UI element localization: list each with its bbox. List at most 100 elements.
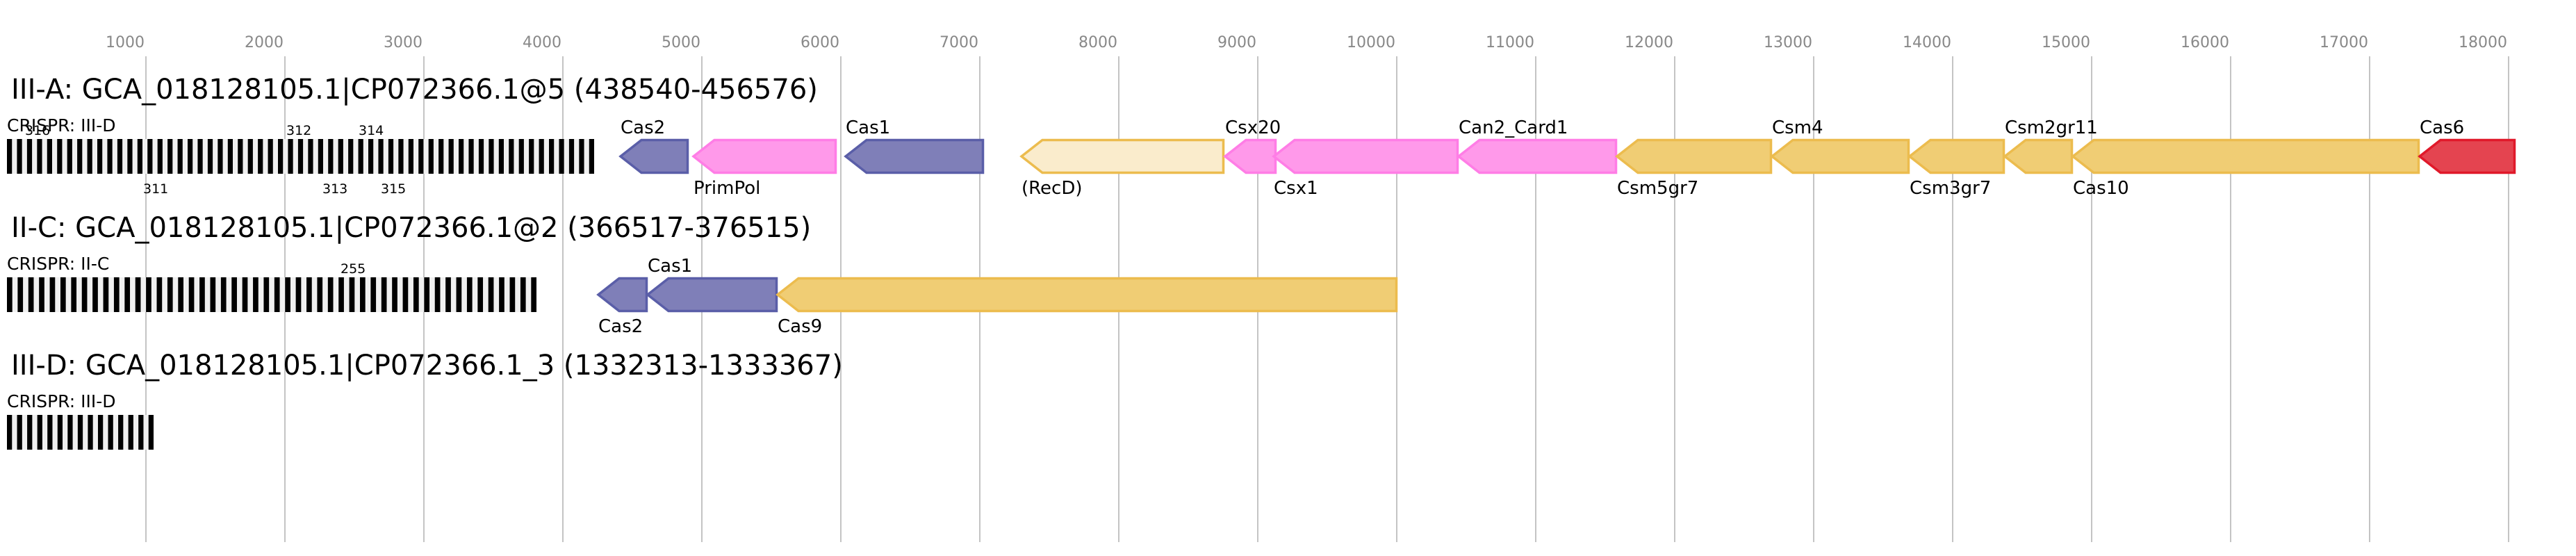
repeat-mark xyxy=(288,139,293,174)
gene-label-csm3gr7: Csm3gr7 xyxy=(1910,178,1991,199)
repeat-mark xyxy=(37,139,42,174)
tick-label: 5000 xyxy=(662,34,700,51)
gene-arrow-csm2gr11[interactable] xyxy=(2003,138,2074,174)
repeat-mark xyxy=(418,139,424,174)
spacer-label: 315 xyxy=(381,181,406,197)
gene-label-csm2gr11: Csm2gr11 xyxy=(2005,117,2098,138)
repeat-mark xyxy=(197,139,203,174)
repeat-mark xyxy=(297,139,304,174)
repeat-mark xyxy=(247,139,253,174)
locus-title: III-D: GCA_018128105.1|CP072366.1_3 (133… xyxy=(11,350,843,382)
repeat-mark xyxy=(579,139,584,174)
gene-label-cas1: Cas1 xyxy=(648,256,692,277)
gene-label-csm4: Csm4 xyxy=(1772,117,1823,138)
repeat-mark xyxy=(317,277,323,312)
repeat-mark xyxy=(17,139,22,174)
repeat-mark xyxy=(242,277,248,312)
repeat-mark xyxy=(71,277,77,312)
repeat-mark xyxy=(360,277,366,312)
gene-arrow-cas9[interactable] xyxy=(776,277,1398,313)
repeat-mark xyxy=(466,277,473,312)
loci-tracks: III-A: GCA_018128105.1|CP072366.1@5 (438… xyxy=(7,74,2516,450)
repeat-mark xyxy=(178,277,183,312)
gene-label-can2-card1: Can2_Card1 xyxy=(1459,117,1568,138)
repeat-mark xyxy=(459,139,464,174)
tick-label: 3000 xyxy=(384,34,423,51)
repeat-mark xyxy=(113,277,120,312)
repeat-mark xyxy=(7,139,13,174)
gene-arrow-primpol[interactable] xyxy=(691,138,837,174)
gene-arrow-cas2[interactable] xyxy=(618,138,689,174)
repeat-mark xyxy=(87,139,92,174)
repeat-mark xyxy=(17,415,22,450)
repeat-mark xyxy=(349,277,355,312)
gene-arrow-cas6[interactable] xyxy=(2418,138,2516,174)
repeat-mark xyxy=(157,139,163,174)
repeat-mark xyxy=(263,277,270,312)
locus-track: II-C: GCA_018128105.1|CP072366.1@2 (3665… xyxy=(7,212,1398,337)
gene-arrow-cas10[interactable] xyxy=(2071,138,2420,174)
gene-arrow-csx1[interactable] xyxy=(1272,138,1459,174)
repeat-mark xyxy=(81,277,88,312)
gene-arrow-csm5gr7[interactable] xyxy=(1615,138,1773,174)
repeat-mark xyxy=(489,139,494,174)
repeat-mark xyxy=(97,415,104,450)
repeat-mark xyxy=(477,277,484,312)
repeat-mark xyxy=(188,139,193,174)
gene-arrow-can2-card1[interactable] xyxy=(1457,138,1618,174)
repeat-mark xyxy=(39,277,44,312)
repeat-mark xyxy=(188,277,195,312)
spacer-label: 312 xyxy=(286,123,311,138)
gene-arrow-recd[interactable] xyxy=(1019,138,1225,174)
repeat-mark xyxy=(49,277,56,312)
repeat-mark xyxy=(135,277,141,312)
gene-arrow-csx20[interactable] xyxy=(1223,138,1277,174)
repeat-mark xyxy=(27,415,33,450)
gene-arrow-csm3gr7[interactable] xyxy=(1908,138,2005,174)
repeat-mark xyxy=(529,139,534,174)
repeat-mark xyxy=(220,277,227,312)
gene-arrow-csm4[interactable] xyxy=(1770,138,1910,174)
repeat-mark xyxy=(57,139,63,174)
gene-label-csx20: Csx20 xyxy=(1225,117,1281,138)
repeat-mark xyxy=(238,139,243,174)
gene-label-primpol: PrimPol xyxy=(694,178,760,199)
repeat-mark xyxy=(128,415,133,450)
tick-label: 13000 xyxy=(1764,34,1812,51)
repeat-mark xyxy=(368,139,374,174)
repeat-mark xyxy=(438,139,444,174)
repeat-mark xyxy=(327,277,334,312)
repeat-mark xyxy=(589,139,594,174)
repeat-mark xyxy=(146,277,151,312)
gene-arrow-cas1[interactable] xyxy=(844,138,985,174)
tick-label: 12000 xyxy=(1625,34,1673,51)
gene-label-recd: (RecD) xyxy=(1022,178,1083,199)
repeat-mark xyxy=(499,277,504,312)
repeat-mark xyxy=(434,277,441,312)
repeat-mark xyxy=(378,139,384,174)
repeat-mark xyxy=(424,277,430,312)
repeat-mark xyxy=(278,139,284,174)
gene-arrow-cas1[interactable] xyxy=(646,277,778,313)
tick-label: 14000 xyxy=(1903,34,1951,51)
crispr-array[interactable] xyxy=(7,415,154,450)
repeat-mark xyxy=(118,415,124,450)
crispr-array[interactable] xyxy=(7,139,594,174)
repeat-mark xyxy=(445,277,451,312)
gene-label-cas9: Cas9 xyxy=(778,316,822,337)
repeat-mark xyxy=(338,139,343,174)
crispr-array[interactable] xyxy=(7,277,536,312)
repeat-mark xyxy=(107,139,113,174)
tick-label: 2000 xyxy=(245,34,284,51)
tick-label: 8000 xyxy=(1078,34,1117,51)
repeat-mark xyxy=(117,139,123,174)
repeat-mark xyxy=(26,139,33,174)
repeat-mark xyxy=(77,415,83,450)
gene-arrow-cas2[interactable] xyxy=(596,277,648,313)
repeat-mark xyxy=(177,139,183,174)
crispr-array-label: CRISPR: III-D xyxy=(7,115,116,136)
repeat-mark xyxy=(167,277,173,312)
repeat-mark xyxy=(338,277,344,312)
repeat-mark xyxy=(381,277,387,312)
